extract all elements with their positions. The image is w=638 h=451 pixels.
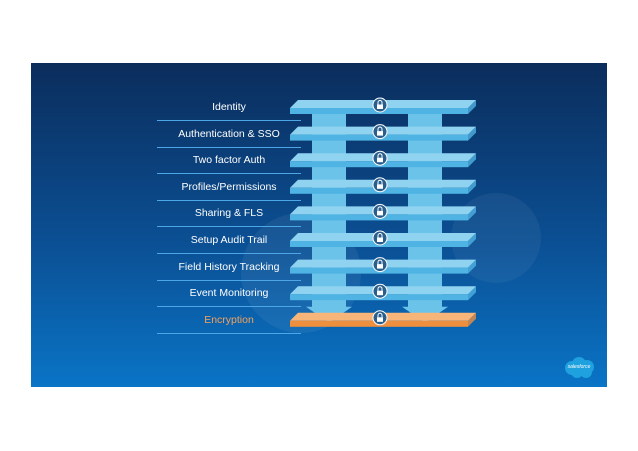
layer-label: Encryption	[157, 307, 301, 334]
lock-icon	[372, 177, 388, 193]
layer-label: Field History Tracking	[157, 254, 301, 281]
layer-plate-side	[468, 259, 476, 274]
lock-icon	[372, 230, 388, 246]
lock-icon	[372, 124, 388, 140]
lock-icon	[372, 257, 388, 273]
lock-icon	[372, 150, 388, 166]
layer-stack	[290, 97, 476, 327]
layer-label: Event Monitoring	[157, 280, 301, 308]
layer-plate-side	[468, 233, 476, 247]
lock-icon	[372, 283, 388, 299]
layer-plate-side	[468, 312, 476, 327]
layer-label: Sharing & FLS	[157, 200, 301, 228]
layer-plate-side	[468, 153, 476, 168]
layer-label: Profiles/Permissions	[157, 174, 301, 201]
layer-label: Authentication & SSO	[157, 121, 301, 148]
layer-plate-side	[468, 286, 476, 301]
lock-icon	[372, 203, 388, 219]
salesforce-logo-text: salesforce	[567, 364, 591, 370]
layer-plate-side	[468, 206, 476, 221]
layer-plate-side	[468, 100, 476, 114]
salesforce-cloud-icon	[565, 357, 594, 378]
lock-icon	[372, 97, 388, 113]
lock-icon	[372, 310, 388, 326]
layer-label: Identity	[157, 94, 301, 121]
layer-label: Two factor Auth	[157, 147, 301, 175]
layer-plate-side	[468, 179, 476, 194]
salesforce-logo: salesforce	[562, 356, 596, 380]
layer-label: Setup Audit Trail	[157, 227, 301, 254]
layer-plate-side	[468, 126, 476, 141]
